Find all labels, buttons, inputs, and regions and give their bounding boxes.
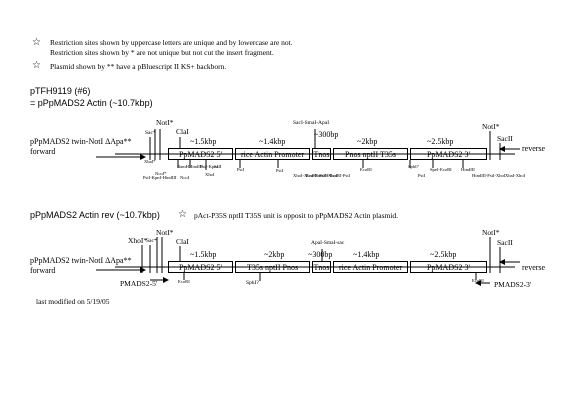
site-label: NotI* xyxy=(156,118,174,127)
star-icon: ☆ xyxy=(32,37,41,48)
site-label: ApaI-SmaI-sac xyxy=(311,240,345,246)
star-icon: ☆ xyxy=(178,209,187,220)
site-label: PstI xyxy=(418,173,426,178)
map2-note: pAct-P35S nptII T35S unit is opposit to … xyxy=(194,211,399,220)
map1-reverse: reverse xyxy=(522,144,546,153)
segment-size: ~300bp xyxy=(314,130,339,139)
site-label: BamHI xyxy=(177,164,191,169)
site-label: SphI? xyxy=(408,164,419,169)
segment-size: ~1.4kbp xyxy=(259,137,286,146)
site-label: EcoRI-PstI-XhoI xyxy=(306,173,338,178)
star-icon: ☆ xyxy=(32,60,41,71)
segment-size: ~1.5kbp xyxy=(190,137,217,146)
note-line: Plasmid shown by ** have a pBluescript I… xyxy=(50,62,227,71)
site-label: ClaI xyxy=(176,237,189,246)
map2-reverse: reverse xyxy=(522,263,546,272)
site-label: PstI-KpnI xyxy=(200,164,219,169)
site-label: HindIII xyxy=(189,164,203,169)
map2-forward: forward xyxy=(30,266,56,275)
map1-left-label: pPpMADS2 twin-NotI ΔApa** xyxy=(30,137,132,146)
site-label: NotI* xyxy=(482,228,500,237)
segment-size: ~2kbp xyxy=(357,137,378,146)
segment-size: ~300bp xyxy=(308,250,333,259)
site-label: Sac* xyxy=(145,130,156,136)
segment-size: ~2.5kbp xyxy=(430,250,457,259)
site-label: XhoI xyxy=(205,172,215,177)
note-line: Restriction sites shown by * are not uni… xyxy=(50,48,274,57)
site-label: EcoRI xyxy=(360,167,372,172)
site-label: NcoI xyxy=(180,175,190,180)
site-label: PstI-KpnI-HindIII xyxy=(143,175,177,180)
primer-label: PMADS2-3' xyxy=(494,280,532,289)
map1-forward: forward xyxy=(30,147,56,156)
segment-size: ~2.5kbp xyxy=(427,137,454,146)
site-label: HindIII xyxy=(461,167,475,172)
site-label: SalI xyxy=(214,164,222,169)
site-label: EcoRI xyxy=(178,279,190,284)
site-label: SacII xyxy=(497,134,513,143)
segment-size: ~1.4kbp xyxy=(353,250,380,259)
site-label: SpeI-EcoRI xyxy=(430,167,452,172)
map1-subtitle: = pPpMADS2 Actin (~10.7kbp) xyxy=(30,98,153,108)
site-label: XhoI-XbaI-BamHI-EcoRI-PstI xyxy=(293,173,351,178)
site-label: XbaI-XhoI xyxy=(505,173,526,178)
footer-modified: last modified on 5/19/05 xyxy=(36,297,110,306)
map2-left-label: pPpMADS2 twin-NotI ΔApa** xyxy=(30,256,132,265)
site-label: PstI xyxy=(276,168,284,173)
site-label: NotI* xyxy=(482,122,500,131)
site-label: NcoI* xyxy=(155,171,167,176)
site-label: NotI* xyxy=(156,228,174,237)
site-label: Sac* xyxy=(146,238,157,244)
site-label: SphI? xyxy=(246,280,259,286)
note-line: Restriction sites shown by uppercase let… xyxy=(50,38,293,47)
site-label: SacII xyxy=(497,238,513,247)
site-label: XbaI* xyxy=(144,159,156,164)
primer-label: PMADS2-5' xyxy=(120,279,158,288)
map2-title: pPpMADS2 Actin rev (~10.7kbp) xyxy=(30,210,160,220)
site-label: ClaI xyxy=(176,127,189,136)
site-label: HindIII-PstI-XhoI xyxy=(472,173,506,178)
site-label: PstI xyxy=(237,167,245,172)
site-label: XhoI* xyxy=(128,236,148,245)
site-label: SacI-SmaI-ApaI xyxy=(293,120,330,126)
segment-size: ~1.5kbp xyxy=(190,250,217,259)
map1-title: pTFH9119 (#6) xyxy=(30,86,91,96)
segment-size: ~2kbp xyxy=(264,250,285,259)
